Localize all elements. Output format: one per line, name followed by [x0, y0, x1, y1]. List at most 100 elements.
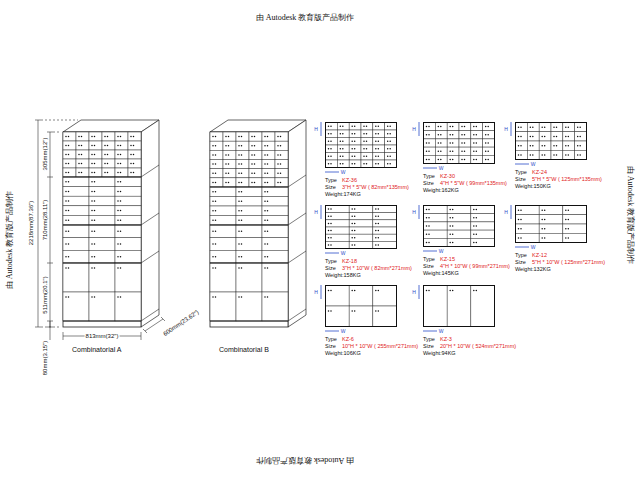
keyhole-dot	[342, 126, 344, 128]
keyhole-dot	[238, 256, 240, 258]
size-letter: H	[314, 290, 318, 295]
box-door	[115, 177, 141, 187]
box-door	[63, 238, 89, 251]
keyhole-dot	[340, 156, 342, 158]
keyhole-dot	[120, 136, 122, 138]
box-door	[89, 225, 115, 238]
box-door	[275, 178, 288, 187]
keyhole-dot	[65, 267, 67, 269]
keyhole-dot	[68, 154, 70, 156]
box-door	[551, 123, 563, 132]
keyhole-dot	[378, 126, 380, 128]
keyhole-dot	[389, 148, 391, 150]
keyhole-dot	[241, 145, 243, 147]
keyhole-dot	[530, 126, 532, 128]
spec-value: 4"H * 5"W ( 99mm*135mm)	[440, 180, 507, 186]
keyhole-dot	[351, 230, 353, 232]
keyhole-dot	[251, 136, 253, 138]
box-type-panel: TypeKZ-12Size5"H * 10"W ( 125mm*271mm)We…	[515, 205, 605, 273]
box-door	[236, 132, 249, 141]
box-door	[210, 187, 236, 197]
keyhole-dot	[363, 133, 365, 135]
keyhole-dot	[328, 216, 330, 218]
box-door	[89, 292, 115, 321]
keyhole-dot	[81, 154, 83, 156]
spec-row: Size5"H * 10"W ( 125mm*271mm)	[515, 259, 605, 266]
keyhole-dot	[544, 154, 546, 156]
keyhole-dot	[94, 172, 96, 174]
box-door	[539, 215, 563, 224]
keyhole-dot	[426, 242, 428, 244]
keyhole-dot	[351, 126, 353, 128]
keyhole-dot	[104, 172, 106, 174]
keyhole-dot	[241, 243, 243, 245]
keyhole-dot	[553, 145, 555, 147]
box-door	[236, 263, 262, 292]
spec-row: TypeKZ-3	[423, 336, 516, 343]
keyhole-dot	[215, 145, 217, 147]
box-door	[373, 241, 397, 248]
box-door	[563, 233, 587, 242]
keyhole-dot	[363, 148, 365, 150]
keyhole-dot	[518, 154, 520, 156]
keyhole-dot	[476, 150, 478, 152]
keyhole-dot	[461, 134, 463, 136]
keyhole-dot	[65, 154, 67, 156]
keyhole-dot	[579, 154, 581, 156]
box-door	[115, 250, 141, 263]
box-door	[210, 141, 223, 150]
keyhole-dot	[553, 154, 555, 156]
box-door	[575, 150, 587, 159]
box-door	[76, 168, 89, 177]
box-door	[262, 216, 288, 226]
size-letter: H	[412, 127, 416, 132]
box-door	[373, 145, 385, 153]
spec-key: Type	[325, 177, 342, 184]
grid-frame	[326, 123, 397, 168]
grid-frame	[516, 123, 587, 160]
spec-row: TypeKZ-30	[423, 173, 507, 180]
box-type-panel: TypeKZ-30Size4"H * 5"W ( 99mm*135mm)Weig…	[423, 122, 507, 194]
keyhole-dot	[117, 136, 119, 138]
keyhole-dot	[464, 126, 466, 128]
box-door	[349, 206, 373, 213]
box-door	[361, 160, 373, 168]
keyhole-dot	[544, 126, 546, 128]
box-door	[373, 213, 397, 220]
keyhole-dot	[389, 133, 391, 135]
keyhole-dot	[212, 231, 214, 233]
box-door	[459, 139, 471, 147]
spec-value: KZ-24	[532, 169, 547, 175]
box-type-panel: TypeKZ-18Size3"H * 10"W ( 82mm*271mm)Wei…	[325, 205, 412, 279]
keyhole-dot	[426, 150, 428, 152]
keyhole-dot	[120, 154, 122, 156]
keyhole-dot	[238, 182, 240, 184]
keyhole-dot	[354, 223, 356, 225]
box-door	[483, 139, 495, 147]
keyhole-dot	[577, 154, 579, 156]
box-door	[373, 123, 385, 131]
keyhole-dot	[366, 126, 368, 128]
dimension-lines	[35, 120, 165, 340]
box-door	[236, 206, 262, 216]
box-door	[435, 123, 447, 131]
keyhole-dot	[212, 182, 214, 184]
keyhole-dot	[215, 210, 217, 212]
section-divider	[210, 225, 288, 226]
box-door	[516, 123, 528, 132]
keyhole-dot	[378, 141, 380, 143]
section-joint	[141, 251, 159, 263]
keyhole-dot	[65, 172, 67, 174]
box-door	[89, 141, 102, 150]
keyhole-dot	[532, 136, 534, 138]
keyhole-dot	[565, 219, 567, 221]
keyhole-dot	[476, 142, 478, 144]
keyhole-dot	[117, 163, 119, 165]
keyhole-dot	[215, 267, 217, 269]
box-door	[516, 224, 540, 233]
keyhole-dot	[65, 231, 67, 233]
keyhole-dot	[267, 145, 269, 147]
keyhole-dot	[264, 136, 266, 138]
box-door	[349, 234, 373, 241]
box-door	[539, 224, 563, 233]
